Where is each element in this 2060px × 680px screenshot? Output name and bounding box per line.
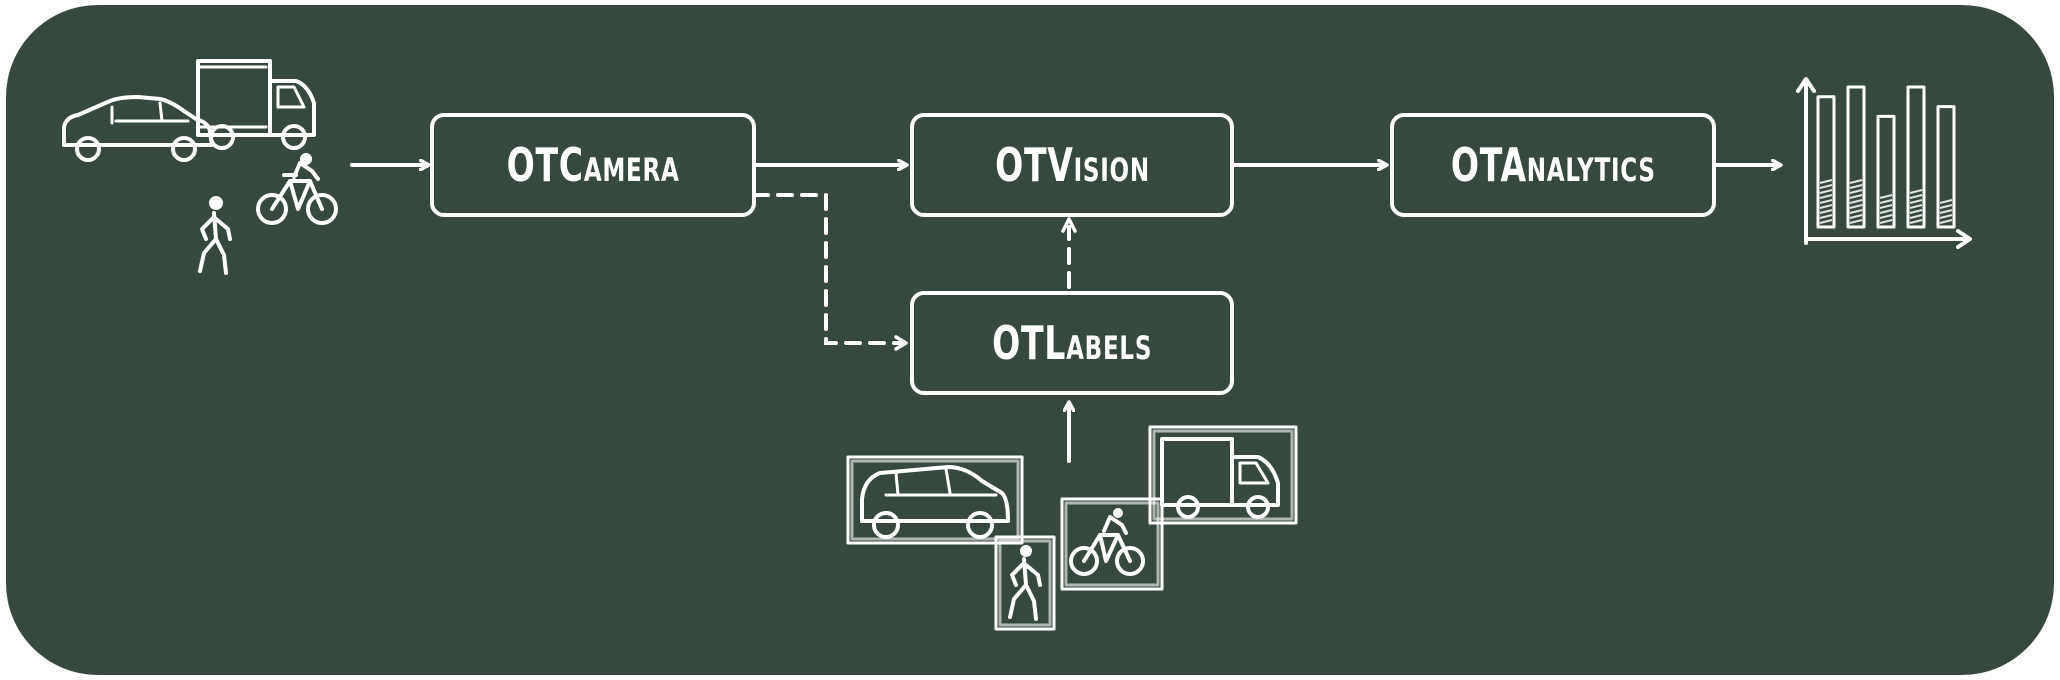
chart-bar-fill	[1879, 194, 1893, 224]
otvision-label: OTVision	[994, 138, 1150, 192]
chart-bar	[1816, 95, 1836, 229]
otanalytics-label: OTAnalytics	[1450, 138, 1656, 192]
pedestrian-icon	[198, 196, 232, 275]
diagram-drawing	[62, 59, 1972, 631]
otlabels-label: OTLabels	[991, 316, 1153, 370]
bicycle-icon	[256, 153, 338, 225]
chart-bar-fill	[1819, 179, 1833, 224]
labeled-bicycle-icon	[1060, 497, 1164, 591]
otcamera-box[interactable]: OTCamera	[430, 113, 756, 217]
car-icon	[62, 95, 214, 162]
labeled-truck-icon	[1148, 425, 1298, 525]
chart-bar-fill	[1849, 179, 1863, 224]
labeled-pedestrian-icon	[994, 535, 1056, 631]
chart-bar-fill	[1909, 189, 1923, 224]
chart-bar	[1906, 85, 1926, 229]
labeled-car-icon	[846, 455, 1024, 545]
otlabels-box[interactable]: OTLabels	[910, 291, 1234, 395]
chart-bar	[1936, 105, 1956, 229]
chart-bar-fill	[1939, 199, 1953, 224]
chart-y-axis	[1796, 77, 1816, 245]
chart-bar	[1846, 85, 1866, 229]
chart-x-axis	[1804, 229, 1972, 249]
truck-icon	[196, 59, 316, 150]
arrow-camera-to-labels	[752, 193, 906, 345]
bar-chart-icon	[1796, 77, 1972, 249]
chart-bar	[1876, 114, 1896, 229]
otvision-box[interactable]: OTVision	[910, 113, 1234, 217]
otcamera-label: OTCamera	[506, 138, 680, 192]
diagram-board: OTCamera OTVision OTAnalytics OTLabels	[6, 5, 2054, 675]
otanalytics-box[interactable]: OTAnalytics	[1390, 113, 1716, 217]
